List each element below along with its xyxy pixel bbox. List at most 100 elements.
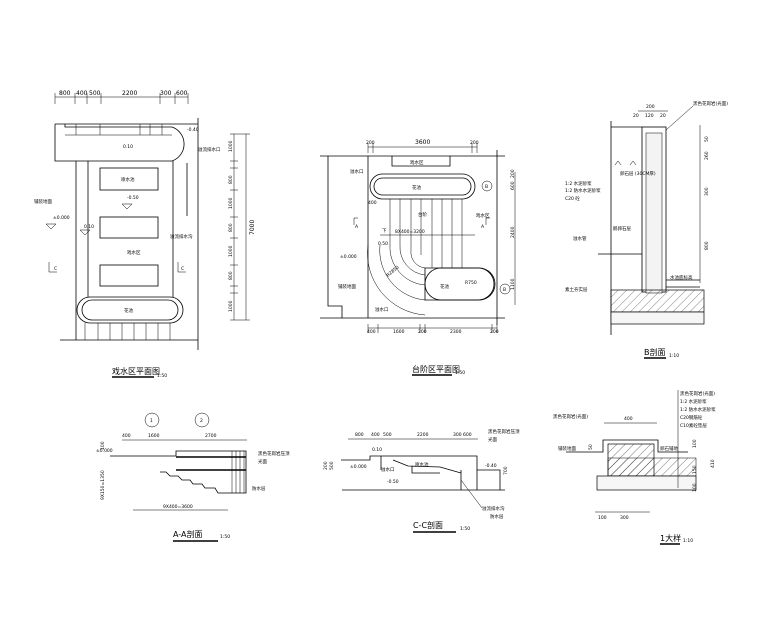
label-width: 400 xyxy=(368,200,377,206)
dim: 800 xyxy=(228,271,234,280)
label: 1:2 水泥砂浆 xyxy=(680,398,707,405)
dim: 1600 xyxy=(393,329,405,335)
dim: 1000 xyxy=(228,197,234,209)
plan-steps-area: 200 3600 200 戏水区 花池 台阶 下 8X400=3200 花池 R… xyxy=(320,139,516,376)
label-planter: 花池 xyxy=(440,283,449,290)
dim: 200 xyxy=(646,104,655,110)
label-pool: 喷水池 xyxy=(121,176,135,183)
dim: 200 xyxy=(490,329,499,335)
label: C10素砼垫层 xyxy=(680,422,707,429)
drawing-scale: 1:10 xyxy=(683,538,693,544)
label: 卵石层 (30CM厚) xyxy=(620,170,656,177)
dim: 800 xyxy=(59,90,71,97)
dim: 400 xyxy=(367,329,376,335)
dim: 50 xyxy=(588,444,594,450)
dim: 260 xyxy=(704,151,710,160)
plan-water-area: 800 400 500 2200 300 600 喷水池 戏水区 花池 铺装地面… xyxy=(34,90,256,379)
dim: 400 xyxy=(371,432,380,438)
dim: 2200 xyxy=(122,90,137,97)
dim: 410 xyxy=(710,459,716,468)
level: -0.50 xyxy=(127,195,139,201)
label: 溢水口 xyxy=(381,466,395,473)
label-area: 戏水区 xyxy=(127,249,141,256)
dim: 800 xyxy=(704,241,710,250)
drawing-scale: 1:50 xyxy=(157,373,167,379)
label: 黑色花岗岩(光面) xyxy=(693,100,728,107)
dim: 800 xyxy=(355,432,364,438)
dim: 1100 xyxy=(510,278,516,290)
dim: 600 xyxy=(463,432,472,438)
level: ±0.000 xyxy=(340,254,357,260)
dim: 2400 xyxy=(510,226,516,238)
dim: 400 xyxy=(122,433,131,439)
dim: 600 xyxy=(510,181,516,190)
dim: 2200 xyxy=(417,432,429,438)
dim: 500 xyxy=(89,90,101,97)
label-edge: 溢流排水沟 xyxy=(170,233,193,240)
label: 黑色花岗岩(光面) xyxy=(553,413,588,420)
detail-mark: 2 xyxy=(200,418,203,424)
label-down: 下 xyxy=(382,228,387,234)
dim: 600 xyxy=(176,90,188,97)
level: 0.10 xyxy=(123,144,133,150)
dim: 2300 xyxy=(450,329,462,335)
label: 1:2 防水水泥砂浆 xyxy=(680,406,716,413)
level: 0.50 xyxy=(378,241,388,247)
dim: 300 xyxy=(620,515,629,521)
dim: 300 xyxy=(704,187,710,196)
dim: 400 xyxy=(76,90,88,97)
label: 黑色花岗岩压顶 xyxy=(488,428,520,435)
section-aa: 1 2 400 1600 2700 ±0.000 9X150=1350 100 … xyxy=(96,412,290,542)
label: 素土夯实层 xyxy=(565,286,588,293)
label: 光面 xyxy=(488,436,497,443)
dim: 50 xyxy=(704,136,710,142)
dim: 200 xyxy=(510,169,516,178)
dim: 1000 xyxy=(228,245,234,257)
dim: 500 xyxy=(329,461,335,470)
detail-mark-label: B xyxy=(485,184,488,190)
section-mark: C xyxy=(54,266,57,272)
level: -0.40 xyxy=(187,127,199,133)
dim: 200 xyxy=(323,461,329,470)
drawing-title: C-C剖面 xyxy=(413,520,443,530)
dim: 120 xyxy=(645,113,654,119)
label: 防水层 xyxy=(490,513,504,520)
section-mark: A xyxy=(481,224,485,230)
label-planter: 花池 xyxy=(124,307,133,314)
dim: 9X400=3600 xyxy=(163,504,193,510)
label-step-dim: 8X400=3200 xyxy=(395,229,425,235)
label: 水池底标高 xyxy=(670,274,693,281)
dim: 2700 xyxy=(205,433,217,439)
label: 卵石铺地 xyxy=(660,445,678,452)
dim: 400 xyxy=(624,416,633,422)
drawing-title: 台阶区平面图 xyxy=(412,364,460,374)
label: 1:2 防水水泥砂浆 xyxy=(565,187,601,194)
drawing-scale: 1:50 xyxy=(455,370,465,376)
dim: 100 xyxy=(692,483,698,492)
label: 黑色花岗岩压顶 xyxy=(258,450,290,457)
dim: 100 xyxy=(598,515,607,521)
label: 戏水区 xyxy=(410,159,424,166)
level: 0.10 xyxy=(84,224,94,230)
label: 喷水池 xyxy=(415,461,429,468)
drawing-scale: 1:50 xyxy=(220,534,230,540)
dim: 150 xyxy=(692,465,698,474)
drawing-title: 戏水区平面图 xyxy=(112,366,160,376)
dim: 100 xyxy=(692,439,698,448)
label-steps: 台阶 xyxy=(418,211,427,218)
drawing-scale: 1:10 xyxy=(669,353,679,359)
dim: 1000 xyxy=(228,300,234,312)
dim: 500 xyxy=(383,432,392,438)
label: 黑色花岗岩(光面) xyxy=(680,390,715,397)
dim: 700 xyxy=(503,466,509,475)
dim: 3600 xyxy=(415,139,430,146)
level: 0.10 xyxy=(372,447,382,453)
detail-mark: 1 xyxy=(150,418,153,424)
drawing-title: B剖面 xyxy=(644,347,666,357)
detail-mark-label: B xyxy=(503,287,506,293)
label: 铺装地面 xyxy=(558,445,576,452)
dim: 300 xyxy=(160,90,172,97)
dim: 20 xyxy=(633,113,639,119)
label-radius: R750 xyxy=(465,280,477,286)
